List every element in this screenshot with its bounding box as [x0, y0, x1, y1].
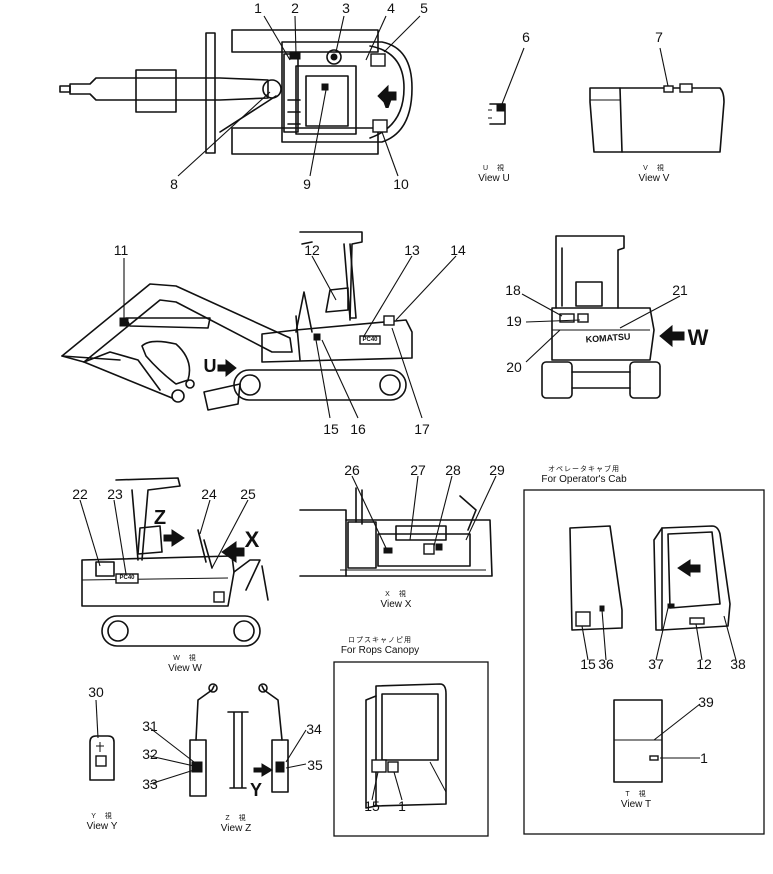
callout-9: 9	[303, 176, 311, 192]
caption-view-v: V 視 View V	[639, 164, 670, 184]
callout-19: 19	[506, 313, 522, 329]
callout-18: 18	[505, 282, 521, 298]
view-marker-y: Y	[249, 780, 263, 800]
view-y-drawing	[89, 735, 115, 781]
view-v-drawing	[589, 83, 725, 153]
callout-10: 10	[393, 176, 409, 192]
caption-view-x: X 視 View X	[381, 590, 412, 610]
callout-29: 29	[489, 462, 505, 478]
callout-24: 24	[201, 486, 217, 502]
model-decal-side: PC40	[362, 337, 378, 343]
callout-37: 37	[648, 656, 664, 672]
caption-view-z-en: View Z	[220, 823, 252, 834]
callout-35: 35	[307, 757, 323, 773]
callout-2: 2	[291, 0, 299, 16]
leader-lines	[79, 15, 737, 801]
callout-12: 12	[304, 242, 320, 258]
caption-operators-cab-en: For Operator's Cab	[541, 474, 627, 485]
model-decal-view-w: PC40	[119, 575, 135, 581]
caption-view-u-en: View U	[478, 173, 510, 184]
callout-12-cab: 12	[696, 656, 712, 672]
callout-27: 27	[410, 462, 426, 478]
callout-23: 23	[107, 486, 123, 502]
callout-31: 31	[142, 718, 158, 734]
callout-38: 38	[730, 656, 746, 672]
view-x-drawing	[299, 487, 493, 577]
caption-view-y-en: View Y	[86, 821, 118, 832]
callout-16: 16	[350, 421, 366, 437]
view-marker-x: X	[244, 527, 260, 552]
callout-15: 15	[323, 421, 339, 437]
callout-5: 5	[420, 0, 428, 16]
caption-view-t-en: View T	[620, 799, 652, 810]
callout-13: 13	[404, 242, 420, 258]
callout-1-cab: 1	[700, 750, 708, 766]
callout-7: 7	[655, 29, 663, 45]
side-view-w-drawing	[81, 477, 269, 647]
caption-view-t-jp: T 視	[625, 791, 647, 798]
callout-6: 6	[522, 29, 530, 45]
caption-view-w: W 視 View W	[168, 654, 202, 674]
view-u-drawing	[488, 103, 506, 125]
caption-rops-canopy-jp: ロプスキャノピ用	[348, 637, 412, 644]
callout-26: 26	[344, 462, 360, 478]
caption-view-t: T 視 View T	[621, 790, 651, 810]
caption-view-u: U 視 View U	[478, 164, 510, 184]
caption-operators-cab-jp: オペレータキャブ用	[548, 466, 620, 473]
caption-rops-canopy-en: For Rops Canopy	[340, 645, 420, 656]
caption-view-z-jp: Z 視	[225, 815, 247, 822]
callout-1: 1	[254, 0, 262, 16]
callout-1-canopy: 1	[398, 798, 406, 814]
caption-view-z: Z 視 View Z	[221, 814, 251, 834]
callout-14: 14	[450, 242, 466, 258]
callout-15-canopy: 15	[364, 798, 380, 814]
caption-view-w-jp: W 視	[173, 655, 197, 662]
callout-11: 11	[113, 242, 129, 258]
view-marker-z: Z	[153, 507, 167, 529]
caption-view-v-en: View V	[638, 173, 670, 184]
caption-view-v-jp: V 視	[643, 165, 665, 172]
callout-33: 33	[142, 776, 158, 792]
caption-rops-canopy: ロプスキャノピ用 For Rops Canopy	[341, 636, 419, 656]
caption-view-y-jp: Y 視	[91, 813, 113, 820]
callout-22: 22	[72, 486, 88, 502]
side-view-drawing	[61, 231, 413, 411]
rops-canopy-box	[333, 661, 489, 837]
caption-operators-cab: オペレータキャブ用 For Operator's Cab	[541, 465, 626, 485]
callout-3: 3	[342, 0, 350, 16]
callout-36: 36	[598, 656, 614, 672]
view-marker-u: U	[203, 356, 217, 376]
view-z-drawing	[189, 683, 289, 797]
caption-view-y: Y 視 View Y	[87, 812, 118, 832]
view-w-drawing	[541, 235, 685, 399]
callout-34: 34	[306, 721, 322, 737]
callout-21: 21	[672, 282, 688, 298]
callout-20: 20	[506, 359, 522, 375]
operator-cab-box	[523, 489, 765, 835]
callout-30: 30	[88, 684, 104, 700]
callout-32: 32	[142, 746, 158, 762]
callout-15-cab: 15	[580, 656, 596, 672]
callout-8: 8	[170, 176, 178, 192]
callout-4: 4	[387, 0, 395, 16]
top-plan-view	[59, 29, 413, 155]
caption-view-x-en: View X	[380, 599, 412, 610]
callout-28: 28	[445, 462, 461, 478]
caption-view-x-jp: X 視	[385, 591, 407, 598]
view-marker-v: V	[380, 91, 394, 113]
view-marker-w: W	[687, 325, 709, 350]
caption-view-w-en: View W	[168, 663, 202, 674]
callout-17: 17	[414, 421, 430, 437]
caption-view-u-jp: U 視	[482, 165, 506, 172]
callout-25: 25	[240, 486, 256, 502]
callout-39: 39	[698, 694, 714, 710]
